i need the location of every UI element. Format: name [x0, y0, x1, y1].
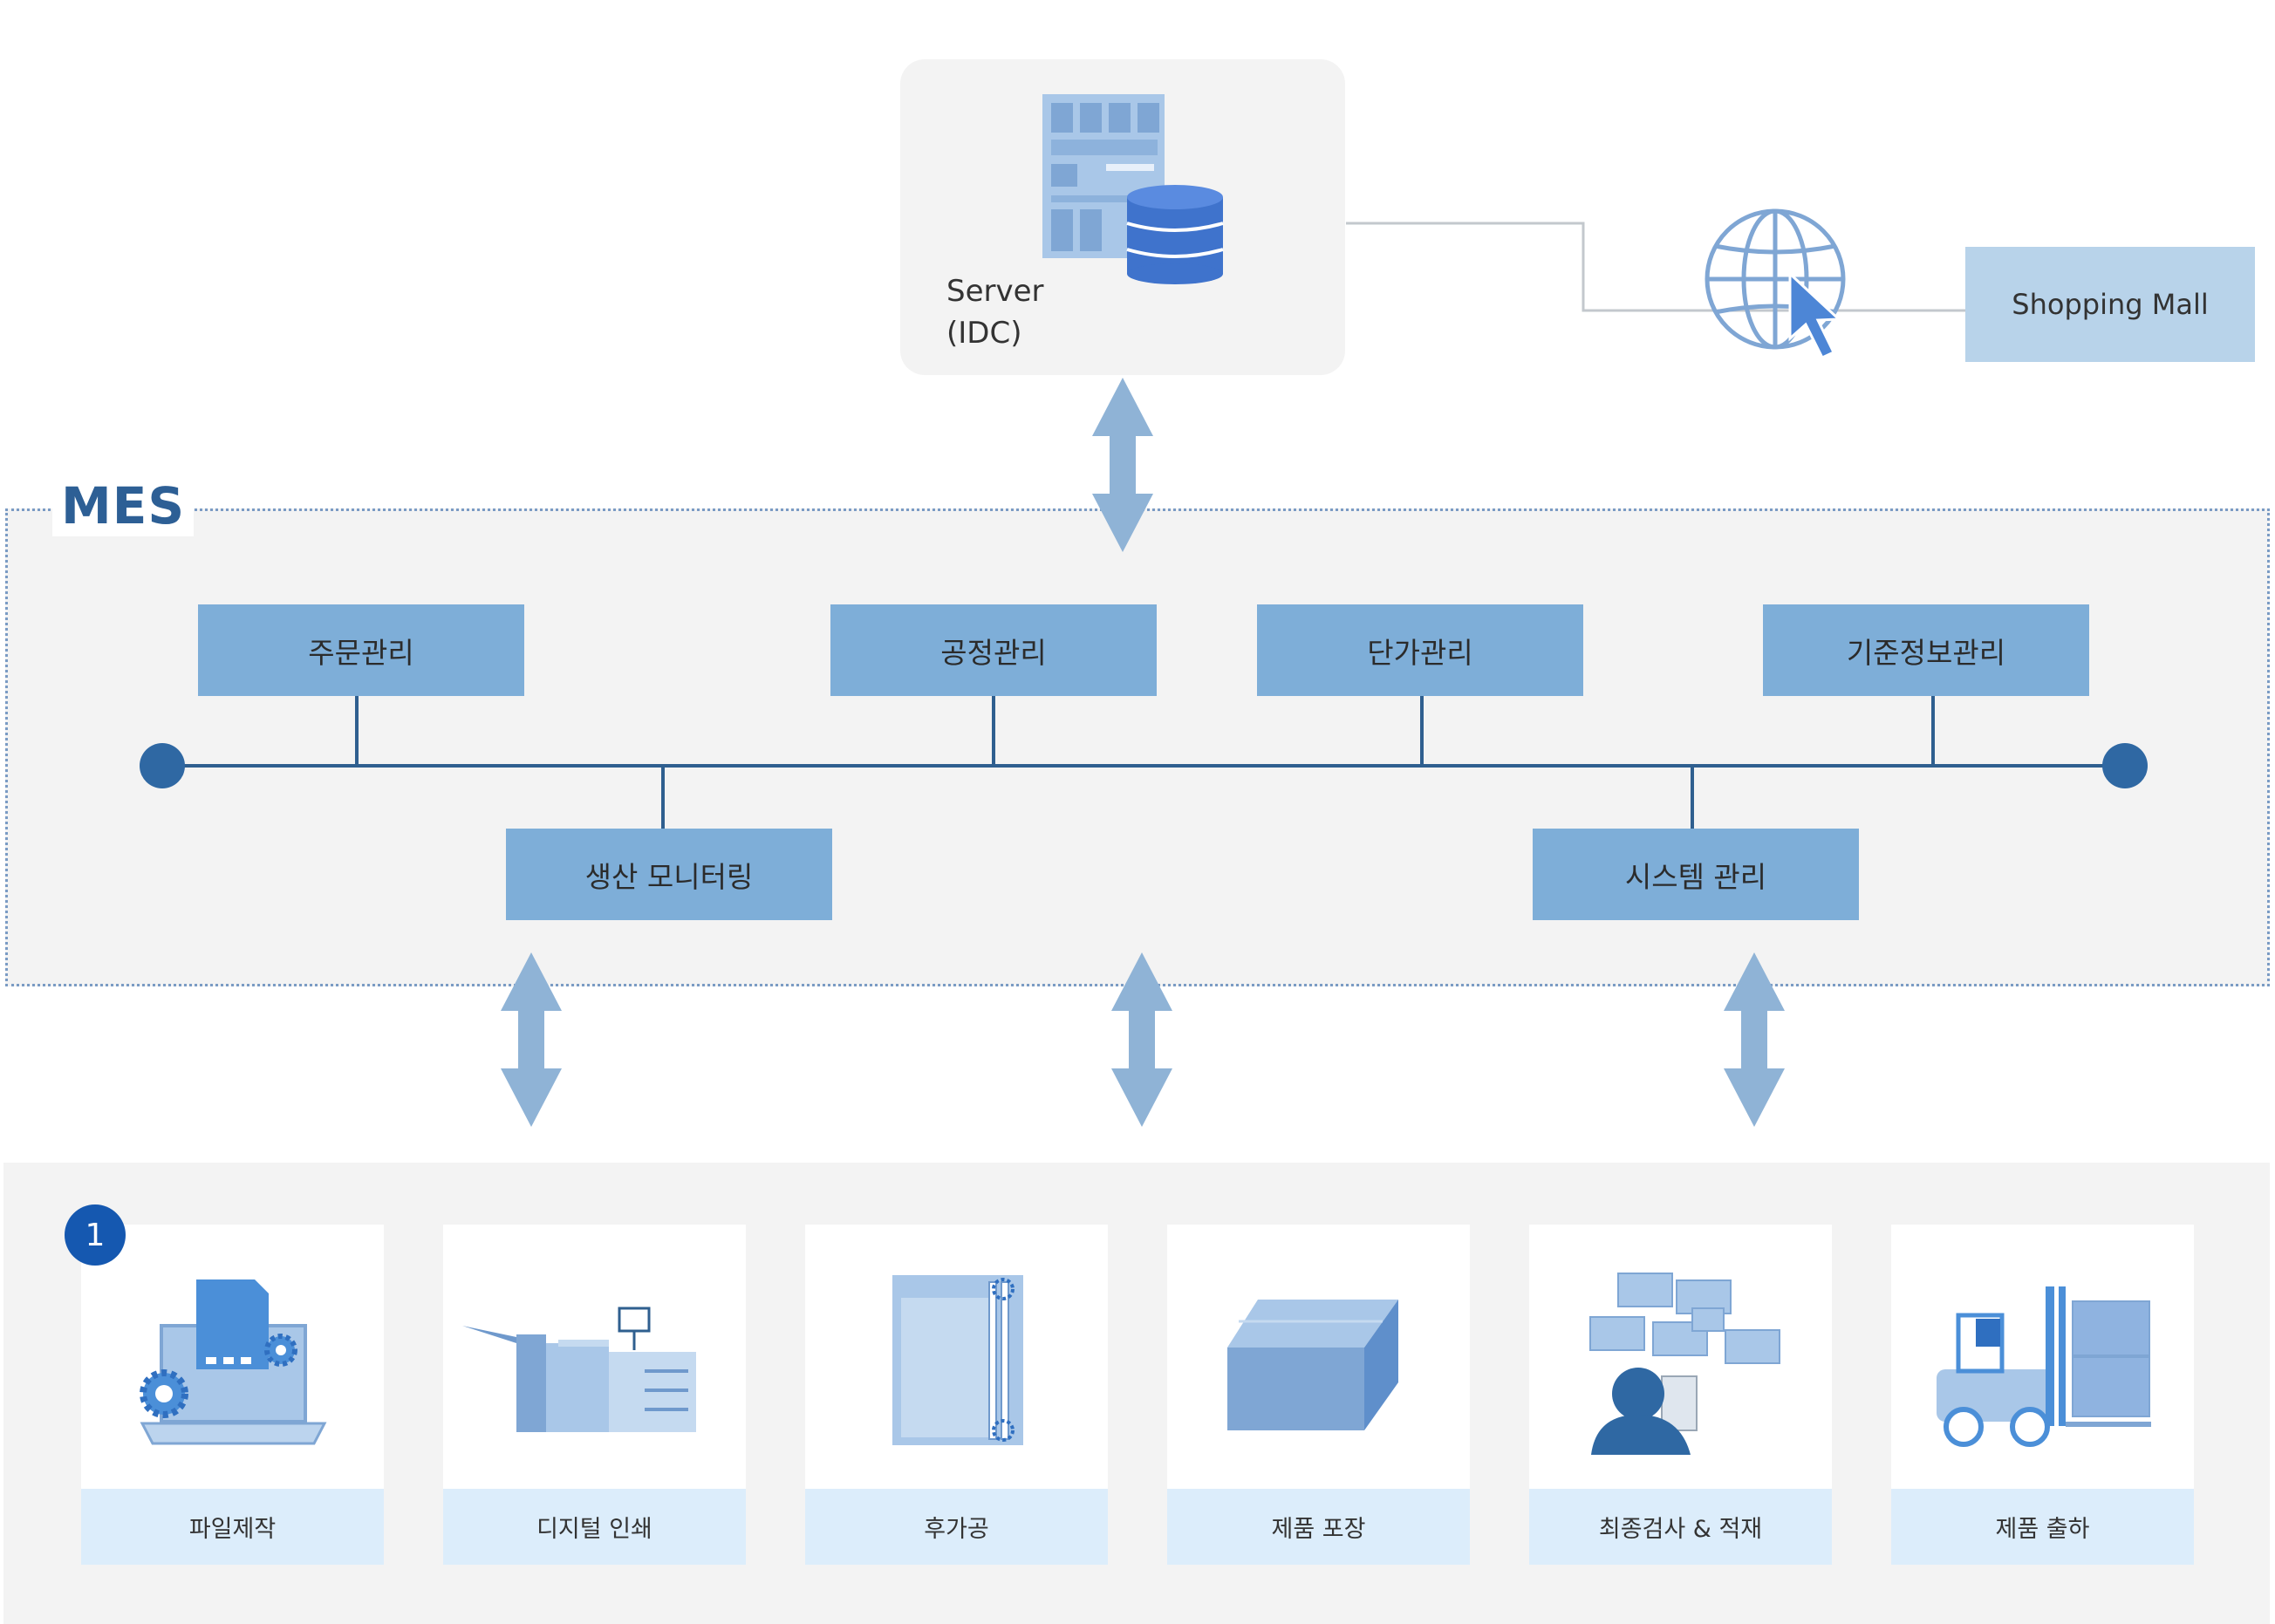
server-label: Server (IDC) [946, 270, 1044, 354]
bus-endpoint-right [2102, 743, 2148, 788]
arrow-mes-process-left [501, 952, 562, 1127]
module-label: 단가관리 [1367, 635, 1473, 670]
process-label: 파일제작 [81, 1489, 384, 1565]
module-order-management: 주문관리 [198, 604, 524, 696]
module-system-management: 시스템 관리 [1533, 829, 1859, 920]
module-label: 주문관리 [308, 635, 414, 670]
server-label-idc: (IDC) [946, 316, 1022, 351]
step-number-badge: 1 [65, 1204, 126, 1266]
module-label: 기준정보관리 [1846, 635, 2006, 670]
digital-printer-icon [462, 1307, 696, 1432]
module-label: 시스템 관리 [1624, 859, 1767, 894]
mes-bus [162, 696, 2125, 829]
module-label: 생산 모니터링 [584, 859, 754, 894]
shopping-mall-label: Shopping Mall [2012, 288, 2209, 321]
post-processing-icon [892, 1275, 1023, 1445]
bus-endpoint-left [140, 743, 185, 788]
arrow-server-mes [1092, 378, 1153, 552]
arrow-mes-process-center [1111, 952, 1172, 1127]
shopping-mall-box: Shopping Mall [1965, 247, 2255, 362]
product-box-icon [1227, 1300, 1398, 1430]
module-master-data-management: 기준정보관리 [1763, 604, 2089, 696]
file-production-icon [140, 1279, 327, 1445]
arrow-mes-process-right [1724, 952, 1785, 1127]
process-label: 최종검사 & 적재 [1529, 1489, 1832, 1565]
server-label-name: Server [946, 274, 1044, 309]
process-label: 제품 포장 [1167, 1489, 1470, 1565]
module-production-monitoring: 생산 모니터링 [506, 829, 832, 920]
inspection-loading-icon [1589, 1273, 1780, 1455]
module-process-management: 공정관리 [830, 604, 1157, 696]
mes-title: MES [52, 475, 195, 536]
process-label: 후가공 [805, 1489, 1108, 1565]
server-web-connector [1346, 222, 1965, 312]
process-label: 디지털 인쇄 [443, 1489, 746, 1565]
database-icon [1126, 185, 1224, 284]
module-label: 공정관리 [940, 635, 1047, 670]
module-unit-price-management: 단가관리 [1257, 604, 1583, 696]
globe-cursor-icon [1705, 208, 1846, 359]
forklift-icon [1937, 1286, 2151, 1447]
process-label: 제품 출하 [1891, 1489, 2194, 1565]
